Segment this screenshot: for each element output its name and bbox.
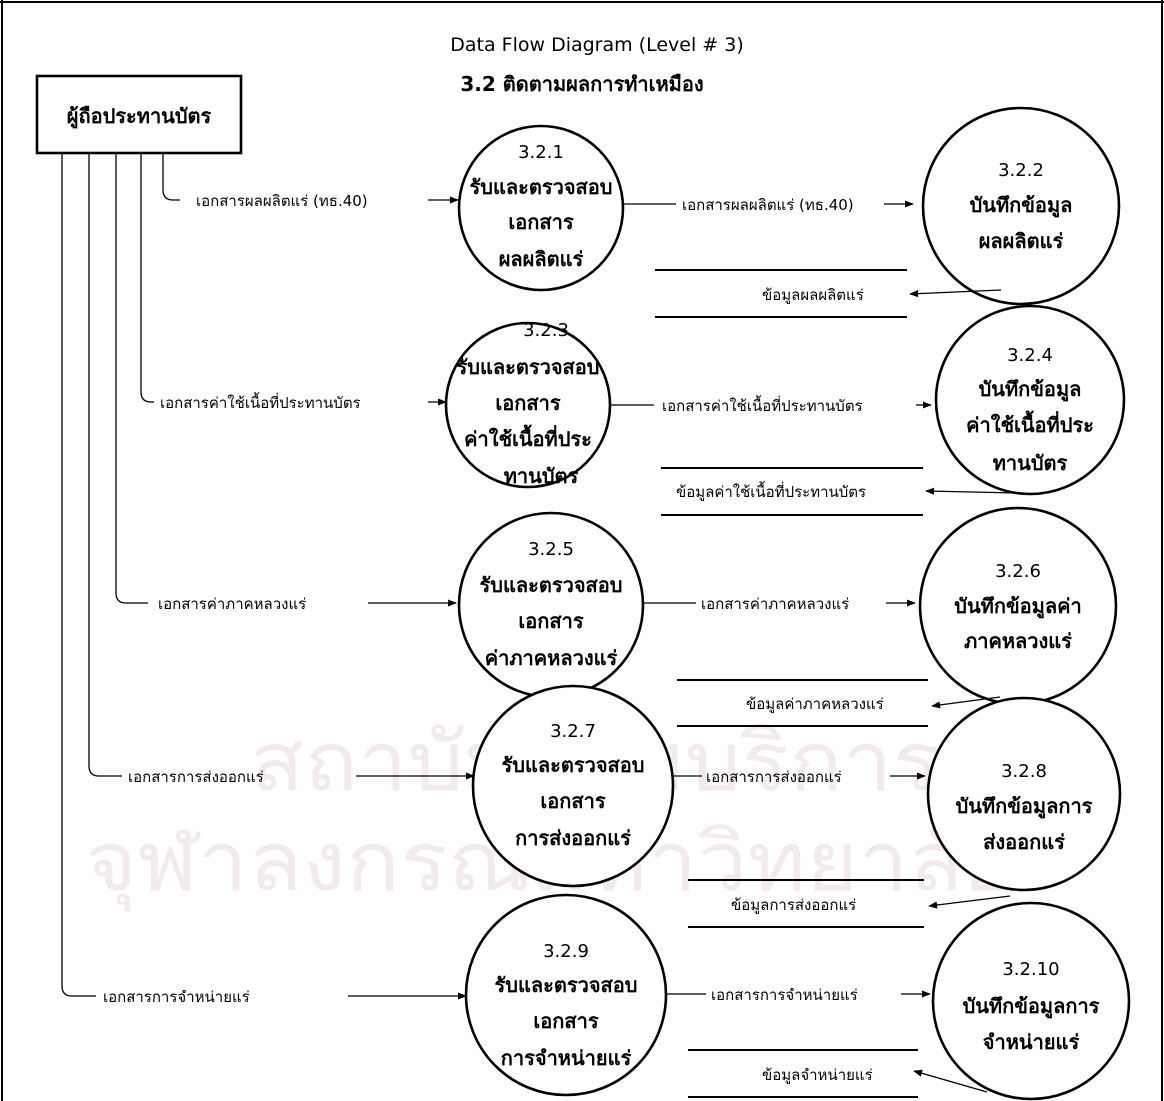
store-flow-label: ข้อมูลผลผลิตแร่ [762,286,864,304]
data-store-2 [661,467,923,516]
external-entity-label: ผู้ถือประทานบัตร [67,104,212,130]
data-store-5 [688,1049,918,1098]
record-flow-label: เอกสารการส่งออกแร่ [706,768,842,786]
process-label-line-1: รับและตรวจสอบ [502,753,645,777]
process-label-line-3: การส่งออกแร่ [515,826,631,850]
process-number: 3.2.9 [543,941,589,962]
store-flow-arrow [909,289,1002,298]
process-3-2-4: 3.2.4 บันทึกข้อมูล ค่าใช้เนื้อที่ประ ทาน… [934,304,1126,496]
process-3-2-9: 3.2.9 รับและตรวจสอบ เอกสาร การจำหน่ายแร่ [464,893,668,1097]
entity-connectors [61,153,180,997]
process-label-line-1: รับและตรวจสอบ [470,175,613,199]
process-3-2-8: 3.2.8 บันทึกข้อมูลการ ส่งออกแร่ [926,696,1122,892]
process-number: 3.2.6 [995,561,1041,582]
record-flow-label: เอกสารผลผลิตแร่ (ทธ.40) [682,196,854,214]
store-flow-arrow [931,696,1001,709]
store-flow-label: ข้อมูลจำหน่ายแร่ [762,1066,873,1084]
process-number: 3.2.7 [550,721,596,742]
process-number: 3.2.2 [998,160,1044,181]
input-flow-label: เอกสารการจำหน่ายแร่ [103,988,250,1006]
store-flow-label: ข้อมูลค่าใช้เนื้อที่ประทานบัตร [676,481,866,501]
flow-row-2: เอกสารค่าใช้เนื้อที่ประทานบัตร 3.2.3 รับ… [160,304,1126,516]
process-3-2-6: 3.2.6 บันทึกข้อมูลค่า ภาคหลวงแร่ [918,506,1118,706]
flow-row-4: เอกสารการส่งออกแร่ 3.2.7 รับและตรวจสอบ เ… [128,684,1122,928]
process-number: 3.2.3 [523,320,569,341]
store-flow-arrow [928,895,1011,909]
data-store-1 [655,269,907,318]
process-label-line-2: เอกสาร [540,789,605,813]
store-flow-label: ข้อมูลการส่งออกแร่ [731,896,856,914]
process-3-2-2: 3.2.2 บันทึกข้อมูล ผลผลิตแร่ [921,106,1121,306]
process-label-line-2: ส่งออกแร่ [983,830,1065,854]
process-label-line-2: เอกสาร [518,609,583,633]
record-flow-label: เอกสารการจำหน่ายแร่ [711,986,858,1004]
process-3-2-3: 3.2.3 รับและตรวจสอบ เอกสาร ค่าใช้เนื้อที… [444,320,612,489]
diagram-subtitle: 3.2 ติดตามผลการทำเหมือง [460,72,703,96]
record-flow-label: เอกสารค่าใช้เนื้อที่ประทานบัตร [662,395,863,415]
process-number: 3.2.4 [1007,345,1053,366]
process-label-line-4: ทานบัตร [504,464,579,488]
process-label-line-1: บันทึกข้อมูลการ [963,994,1100,1020]
process-label-line-1: บันทึกข้อมูลการ [956,794,1093,820]
process-number: 3.2.1 [518,142,564,163]
process-label-line-2: จำหน่ายแร่ [983,1030,1080,1054]
data-store-4 [688,879,924,928]
process-3-2-1: 3.2.1 รับและตรวจสอบ เอกสาร ผลผลิตแร่ [457,124,625,292]
process-3-2-10: 3.2.10 บันทึกข้อมูลการ จำหน่ายแร่ [931,901,1131,1101]
process-label-line-1: บันทึกข้อมูล [970,193,1073,219]
flow-row-3: เอกสารค่าภาคหลวงแร่ 3.2.5 รับและตรวจสอบ … [158,506,1118,727]
diagram-title: Data Flow Diagram (Level # 3) [450,34,744,56]
process-label-line-3: ผลผลิตแร่ [499,247,584,271]
flow-row-1: เอกสารผลผลิตแร่ (ทธ.40) 3.2.1 รับและตรวจ… [196,106,1121,318]
store-flow-arrow [925,487,1019,495]
process-label-line-1: บันทึกข้อมูล [979,377,1082,403]
process-number: 3.2.10 [1002,959,1059,980]
process-label-line-1: รับและตรวจสอบ [480,573,623,597]
input-flow-label: เอกสารการส่งออกแร่ [128,768,264,786]
input-flow-label: เอกสารค่าภาคหลวงแร่ [158,595,306,613]
process-label-line-3: การจำหน่ายแร่ [501,1046,632,1070]
process-label-line-1: รับและตรวจสอบ [457,355,600,379]
process-label-line-2: ค่าใช้เนื้อที่ประ [966,410,1094,437]
process-label-line-2: ภาคหลวงแร่ [964,629,1072,653]
process-label-line-3: ค่าใช้เนื้อที่ประ [464,424,592,451]
process-label-line-2: เอกสาร [495,391,560,415]
record-flow-label: เอกสารค่าภาคหลวงแร่ [701,595,849,613]
input-flow-label: เอกสารค่าใช้เนื้อที่ประทานบัตร [160,392,361,412]
process-number: 3.2.8 [1001,761,1047,782]
process-label-line-3: ทานบัตร [993,451,1068,475]
process-3-2-7: 3.2.7 รับและตรวจสอบ เอกสาร การส่งออกแร่ [471,684,675,888]
external-entity-box: ผู้ถือประทานบัตร [35,74,243,155]
store-flow-arrow [913,1069,988,1093]
store-flow-label: ข้อมูลค่าภาคหลวงแร่ [746,695,884,713]
input-flow-label: เอกสารผลผลิตแร่ (ทธ.40) [196,192,368,210]
process-label-line-1: บันทึกข้อมูลค่า [954,594,1081,620]
process-label-line-2: เอกสาร [508,210,573,234]
data-store-3 [677,679,928,727]
process-number: 3.2.5 [528,539,574,560]
process-3-2-5: 3.2.5 รับและตรวจสอบ เอกสาร ค่าภาคหลวงแร่ [457,511,645,699]
process-label-line-2: ผลผลิตแร่ [979,229,1064,253]
process-label-line-2: เอกสาร [533,1009,598,1033]
flow-row-5: เอกสารการจำหน่ายแร่ 3.2.9 รับและตรวจสอบ … [103,893,1131,1101]
process-label-line-1: รับและตรวจสอบ [495,973,638,997]
process-label-line-3: ค่าภาคหลวงแร่ [485,646,618,670]
